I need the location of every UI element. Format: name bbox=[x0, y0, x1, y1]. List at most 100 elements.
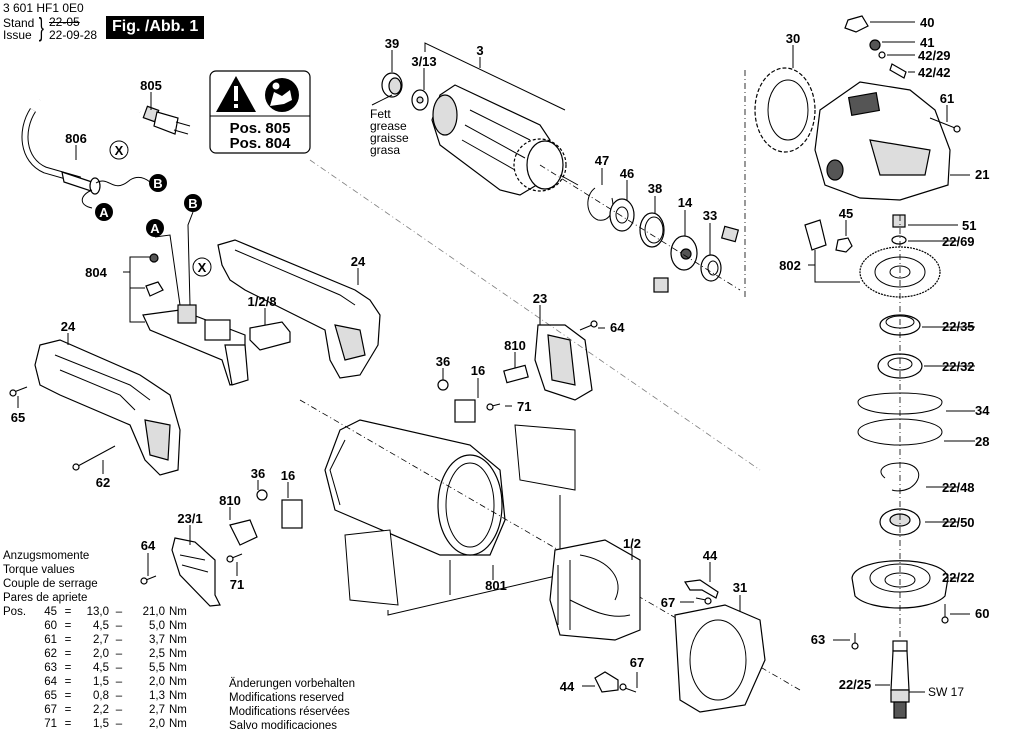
torque-dash: – bbox=[115, 606, 123, 618]
pin-42-42 bbox=[889, 63, 907, 79]
callout-3-13: 3/13 bbox=[411, 54, 436, 69]
bearing-14 bbox=[670, 235, 698, 271]
seal-33 bbox=[700, 254, 722, 282]
callout-24-lower: 24 bbox=[61, 319, 76, 334]
wrench-size-label: SW 17 bbox=[928, 685, 964, 699]
callout-23-1: 23/1 bbox=[177, 511, 202, 526]
torque-min: 2,7 bbox=[93, 634, 109, 646]
warning-box: Pos. 805 Pos. 804 bbox=[209, 70, 311, 154]
grease-label-en: grease bbox=[370, 119, 407, 133]
torque-unit: Nm bbox=[169, 634, 187, 646]
callout-3: 3 bbox=[476, 43, 483, 58]
screw-65 bbox=[9, 386, 28, 397]
callout-64-upper: 64 bbox=[610, 320, 625, 335]
warning-pos-804: Pos. 804 bbox=[230, 135, 292, 152]
callout-60: 60 bbox=[975, 606, 989, 621]
callout-810-upper: 810 bbox=[504, 338, 526, 353]
snap-ring-22-48 bbox=[880, 462, 920, 492]
clamp-ring-34 bbox=[857, 392, 943, 415]
callout-71-lower: 71 bbox=[230, 577, 244, 592]
dates: 22-05 22-09-28 bbox=[49, 16, 97, 42]
callout-61: 61 bbox=[940, 91, 954, 106]
stand-issue-labels: Stand Issue bbox=[3, 17, 34, 41]
callout-42-42: 42/42 bbox=[918, 65, 951, 80]
torque-row: 60 = 4,5– 5,0 Nm bbox=[3, 619, 187, 633]
callout-14: 14 bbox=[678, 195, 693, 210]
label-sheet-right bbox=[514, 424, 576, 491]
callout-805: 805 bbox=[140, 78, 162, 93]
callout-1-2: 1/2 bbox=[623, 536, 641, 551]
screw-71-upper bbox=[486, 403, 501, 411]
torque-unit: Nm bbox=[169, 620, 187, 632]
torque-unit: Nm bbox=[169, 676, 187, 688]
torque-min: 2,2 bbox=[93, 704, 109, 716]
callout-x-1: X bbox=[115, 143, 124, 158]
callout-a-2: A bbox=[150, 221, 160, 236]
callout-16-lower: 16 bbox=[281, 468, 295, 483]
torque-max: 2,5 bbox=[149, 648, 165, 660]
handle-upper bbox=[217, 239, 381, 379]
bearing-3-13 bbox=[411, 89, 429, 111]
callout-28: 28 bbox=[975, 434, 989, 449]
torque-dash: – bbox=[115, 620, 123, 632]
torque-min: 4,5 bbox=[93, 662, 109, 674]
torque-dash: – bbox=[115, 718, 123, 730]
torque-unit: Nm bbox=[169, 690, 187, 702]
stator-ring-31 bbox=[674, 604, 766, 713]
torque-max: 2,0 bbox=[149, 676, 165, 688]
torque-title-de: Anzugsmomente bbox=[3, 550, 90, 562]
clip-44-upper bbox=[683, 579, 719, 599]
callout-36-lower: 36 bbox=[251, 466, 265, 481]
callout-67-upper: 67 bbox=[661, 595, 675, 610]
torque-dash: – bbox=[115, 634, 123, 646]
screw-64-upper bbox=[579, 320, 598, 331]
screw-61 bbox=[929, 117, 961, 133]
callout-a-1: A bbox=[99, 205, 109, 220]
torque-min: 4,5 bbox=[93, 620, 109, 632]
grease-label-fr: graisse bbox=[370, 131, 409, 145]
callout-44-lower: 44 bbox=[560, 679, 575, 694]
torque-min: 0,8 bbox=[93, 690, 109, 702]
torque-dash: – bbox=[115, 704, 123, 716]
torque-equals: = bbox=[64, 676, 72, 688]
screw-67-upper bbox=[695, 597, 712, 605]
callout-23: 23 bbox=[533, 291, 547, 306]
cover-23 bbox=[534, 324, 593, 401]
screw-36-upper bbox=[437, 379, 449, 391]
torque-title-en: Torque values bbox=[3, 564, 75, 576]
callout-42-29: 42/29 bbox=[918, 48, 951, 63]
part-number: 3 601 HF1 0E0 bbox=[3, 1, 84, 15]
callout-806: 806 bbox=[65, 131, 87, 146]
callout-22-69: 22/69 bbox=[942, 234, 975, 249]
callout-67-lower: 67 bbox=[630, 655, 644, 670]
detail-x-marker bbox=[109, 140, 129, 160]
torque-dash: – bbox=[115, 690, 123, 702]
callout-22-22: 22/22 bbox=[942, 570, 975, 585]
label-sheet-left bbox=[344, 529, 399, 606]
cover-23-1 bbox=[171, 537, 221, 607]
button-cap-40 bbox=[844, 15, 869, 33]
torque-max: 5,0 bbox=[149, 620, 165, 632]
bearing-insert bbox=[653, 277, 669, 293]
torque-equals: = bbox=[64, 620, 72, 632]
screw-60 bbox=[941, 604, 949, 624]
torque-equals: = bbox=[64, 648, 72, 660]
torque-title-fr: Couple de serrage bbox=[3, 578, 98, 590]
stand-label: Stand bbox=[3, 16, 35, 30]
read-manual-icon bbox=[265, 78, 299, 112]
old-date: 22-05 bbox=[49, 15, 80, 29]
callout-22-25: 22/25 bbox=[839, 677, 872, 692]
grease-label-es: grasa bbox=[370, 143, 400, 157]
torque-position: 60 bbox=[44, 620, 57, 632]
torque-unit: Nm bbox=[169, 704, 187, 716]
callout-38: 38 bbox=[648, 181, 662, 196]
screw-71-lower bbox=[226, 553, 243, 563]
callout-63: 63 bbox=[811, 632, 825, 647]
callout-39: 39 bbox=[385, 36, 399, 51]
clip-44-lower bbox=[594, 671, 619, 693]
